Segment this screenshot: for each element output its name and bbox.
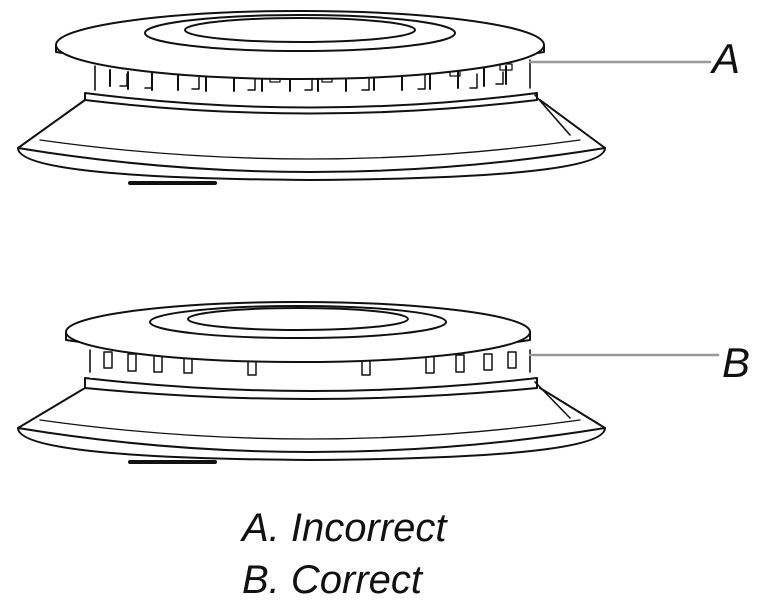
burner-incorrect: [17, 10, 712, 185]
burner-correct: [17, 301, 720, 464]
callout-label-a: A: [712, 35, 741, 82]
burner-ring: [84, 377, 571, 419]
burner-base: [17, 99, 606, 185]
legend-item-incorrect: A. Incorrect: [242, 506, 447, 550]
legend-item-correct: B. Correct: [242, 558, 423, 602]
burner-cap: [55, 10, 545, 80]
burner-ring: [84, 92, 571, 136]
burner-base: [17, 387, 606, 464]
callout-label-b: B: [722, 339, 751, 386]
burner-cap: [65, 301, 531, 363]
